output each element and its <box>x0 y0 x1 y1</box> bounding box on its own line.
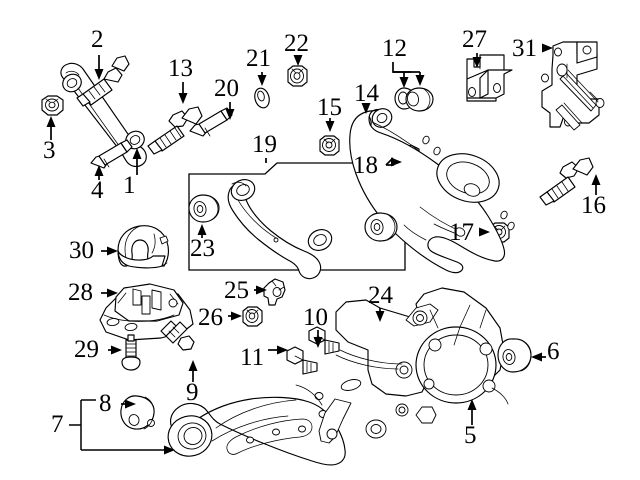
part-3-flange-nut <box>41 95 64 116</box>
part-30-dust-shield <box>117 225 169 269</box>
part-25-retainer-clip <box>263 278 286 306</box>
callout-label-10[interactable]: 10 <box>303 304 328 331</box>
callout-label-15[interactable]: 15 <box>317 94 342 121</box>
callout-label-26[interactable]: 26 <box>198 304 223 331</box>
trailing-arm <box>167 384 346 466</box>
callout-label-2[interactable]: 2 <box>91 26 104 53</box>
callout-label-24[interactable]: 24 <box>368 282 393 309</box>
part-26-flange-nut <box>242 306 263 327</box>
callout-label-19[interactable]: 19 <box>252 131 277 158</box>
callout-label-18[interactable]: 18 <box>353 152 378 179</box>
part-31-bracket-assembly <box>541 41 605 131</box>
part-16-flange-bolt <box>539 157 594 206</box>
part-27-bracket <box>466 54 513 102</box>
part-13-threaded-bolt <box>147 106 203 155</box>
part-15-flange-nut <box>319 135 340 156</box>
callout-label-8[interactable]: 8 <box>99 390 112 417</box>
callout-label-13[interactable]: 13 <box>168 55 193 82</box>
inset-bushing-right <box>364 212 398 242</box>
callout-label-30[interactable]: 30 <box>69 237 94 264</box>
lower-control-arm-spring-seat <box>349 108 515 274</box>
callout-label-6[interactable]: 6 <box>547 338 560 365</box>
part-22-flange-nut <box>287 65 308 87</box>
part-21-washer <box>254 87 270 109</box>
callout-label-7[interactable]: 7 <box>51 411 64 438</box>
callout-label-27[interactable]: 27 <box>462 26 487 53</box>
callout-label-17[interactable]: 17 <box>449 219 474 246</box>
callout-label-31[interactable]: 31 <box>512 35 537 62</box>
callout-label-29[interactable]: 29 <box>74 336 99 363</box>
callout-label-4[interactable]: 4 <box>91 177 104 204</box>
callout-label-16[interactable]: 16 <box>581 192 606 219</box>
part-12-bushing-b <box>405 87 434 112</box>
leader-lines <box>46 43 601 455</box>
callout-label-12[interactable]: 12 <box>382 35 407 62</box>
callout-label-23[interactable]: 23 <box>190 235 215 262</box>
inset-upper-control-arm <box>227 179 333 280</box>
callout-label-28[interactable]: 28 <box>68 279 93 306</box>
part-29-ribbed-stud <box>121 334 141 371</box>
part-9-hex-bolt <box>160 320 195 351</box>
callout-label-11[interactable]: 11 <box>240 344 265 371</box>
callout-label-9[interactable]: 9 <box>186 379 199 406</box>
part-23-bushing <box>188 194 220 223</box>
callout-label-14[interactable]: 14 <box>354 80 379 107</box>
part-10-flange-bolt <box>308 326 340 355</box>
part-2-flange-bolt <box>76 55 130 107</box>
callout-label-3[interactable]: 3 <box>43 137 56 164</box>
part-6-knuckle-bushing <box>497 338 532 373</box>
callout-label-22[interactable]: 22 <box>284 30 309 57</box>
part-20-flange-bolt <box>189 107 233 137</box>
callout-label-1[interactable]: 1 <box>123 172 136 199</box>
callout-label-5[interactable]: 5 <box>464 422 477 449</box>
part-4-flange-bolt <box>90 139 133 169</box>
part-5-rear-knuckle <box>318 287 509 444</box>
callout-label-25[interactable]: 25 <box>224 277 249 304</box>
callout-label-21[interactable]: 21 <box>246 45 271 72</box>
part-11-flange-bolt <box>286 346 318 375</box>
callout-label-20[interactable]: 20 <box>214 75 239 102</box>
